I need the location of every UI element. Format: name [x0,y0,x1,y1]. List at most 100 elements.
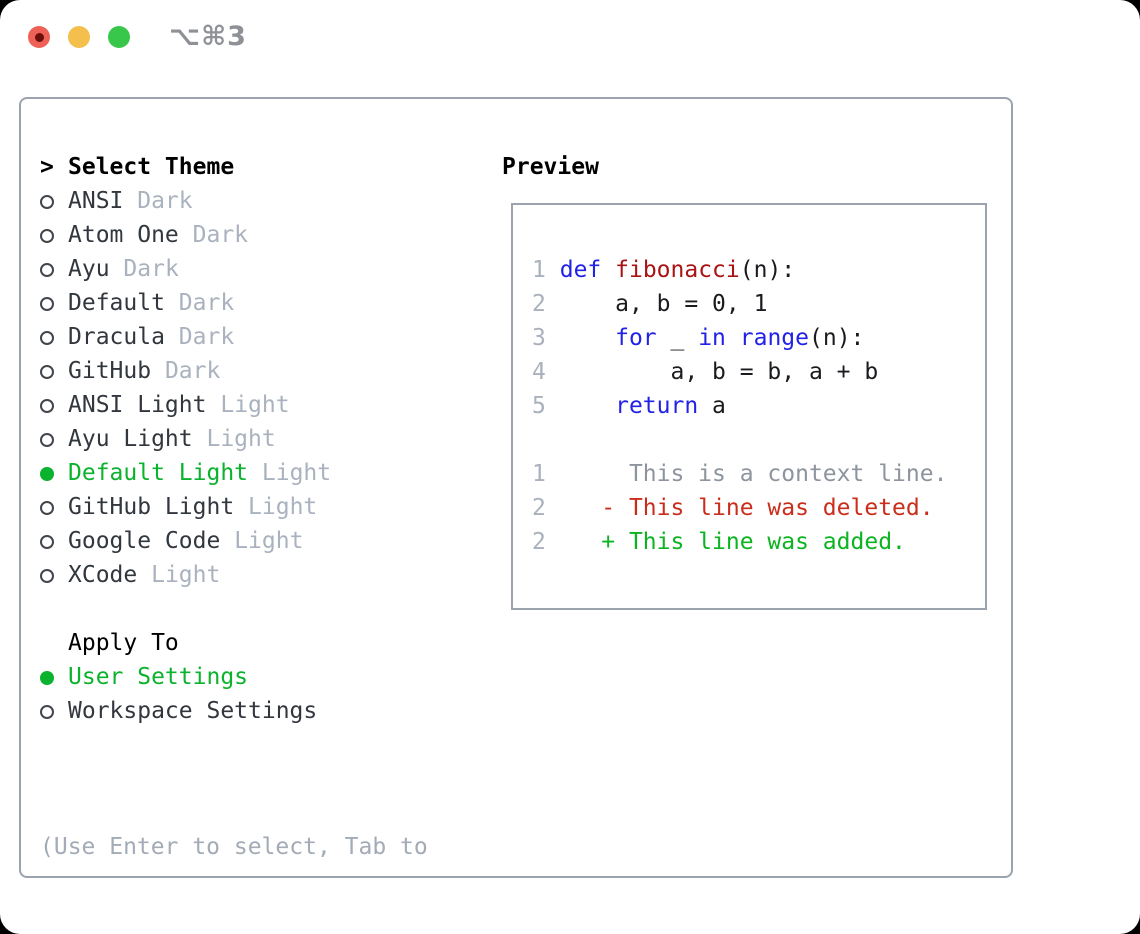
apply-to-header: Apply To [40,626,317,660]
marker-cell [40,184,68,218]
theme-name: GitHub Light [68,494,235,520]
marker-cell [40,524,68,558]
theme-variant-tag: Dark [137,188,193,214]
apply-option[interactable]: User Settings [40,660,317,694]
radio-unselected-icon [40,331,54,345]
theme-name: Dracula [68,324,165,350]
preview-title: Preview [502,154,599,180]
code-line: 2 + This line was added. [532,525,985,559]
code-line: 1 def fibonacci(n): [532,253,985,287]
radio-unselected-icon [40,229,54,243]
theme-variant-tag: Dark [164,358,221,384]
radio-unselected-icon [40,569,54,583]
code-line: 4 a, b = b, a + b [532,355,985,389]
code-line [532,423,985,457]
code-segment: return [615,393,699,419]
code-segment: def [559,257,602,283]
line-number: 2 [532,495,546,521]
theme-variant-tag: Light [248,494,318,520]
code-segment: a, b = 0, 1 [545,291,768,317]
code-segment [546,393,615,419]
code-segment [601,257,615,283]
theme-variant-tag: Light [220,392,290,418]
code-segment: + This line was added. [545,529,906,555]
theme-option[interactable]: Default Dark [40,286,331,320]
code-line: 2 a, b = 0, 1 [532,287,985,321]
code-line: 3 for _ in range(n): [532,321,985,355]
help-text: (Use Enter to select, Tab to change focu… [40,762,428,934]
code-segment: This is a context line. [545,461,948,487]
close-button[interactable] [28,26,50,48]
line-number: 2 [532,529,546,555]
line-number: 3 [532,325,546,351]
theme-option[interactable]: GitHub Light Light [40,490,331,524]
theme-name: Atom One [68,222,179,248]
marker-cell [40,218,68,252]
marker-cell [40,456,68,490]
apply-option[interactable]: Workspace Settings [40,694,317,728]
code-segment: (n): [739,257,796,283]
radio-unselected-icon [40,297,54,311]
code-segment: range [739,325,810,351]
theme-name: Ayu [68,256,110,282]
theme-option[interactable]: GitHub Dark [40,354,331,388]
code-segment: fibonacci [615,257,740,283]
radio-unselected-icon [40,263,54,277]
marker-cell [40,558,68,592]
section-title: Select Theme [68,154,235,180]
theme-option[interactable]: Ayu Dark [40,252,331,286]
minimize-button[interactable] [68,26,90,48]
radio-unselected-icon [40,195,54,209]
theme-option[interactable]: Atom One Dark [40,218,331,252]
code-segment: _ [656,325,699,351]
theme-option[interactable]: Ayu Light Light [40,422,331,456]
line-number: 4 [532,359,546,385]
select-theme-header: > Select Theme [40,150,331,184]
theme-option[interactable]: Google Code Light [40,524,331,558]
unsaved-dot-icon [34,32,44,42]
marker-cell [40,660,68,694]
theme-name: XCode [68,562,138,588]
code-segment: a, b = b, a + b [545,359,879,385]
theme-name: Ayu Light [68,426,193,452]
marker-cell [40,694,68,728]
marker-cell [40,252,68,286]
line-number: 1 [532,461,546,487]
radio-unselected-icon [40,365,54,379]
code-segment: (n): [809,325,865,351]
code-segment: a [698,393,726,419]
theme-option[interactable]: ANSI Light Light [40,388,331,422]
code-line: 5 return a [532,389,985,423]
theme-variant-tag: Dark [178,290,235,316]
theme-name: GitHub [68,358,152,384]
marker-cell [40,490,68,524]
code-segment [546,257,560,283]
theme-option[interactable]: Default Light Light [40,456,331,490]
radio-selected-icon [40,671,54,685]
code-segment: - This line was deleted. [545,495,934,521]
theme-variant-tag: Dark [192,222,249,248]
section-title: Apply To [68,630,179,656]
theme-option[interactable]: ANSI Dark [40,184,331,218]
marker-cell [40,354,68,388]
theme-option[interactable]: XCode Light [40,558,331,592]
radio-unselected-icon [40,399,54,413]
focus-cursor-icon: > [40,154,54,180]
line-number: 5 [532,393,546,419]
radio-unselected-icon [40,705,54,719]
theme-option[interactable]: Dracula Dark [40,320,331,354]
theme-name: Default [68,290,165,316]
theme-variant-tag: Light [234,528,304,554]
radio-unselected-icon [40,535,54,549]
code-segment: for [615,325,657,351]
zoom-button[interactable] [108,26,130,48]
marker-cell [40,388,68,422]
theme-variant-tag: Light [261,460,332,486]
code-segment: in [698,325,726,351]
